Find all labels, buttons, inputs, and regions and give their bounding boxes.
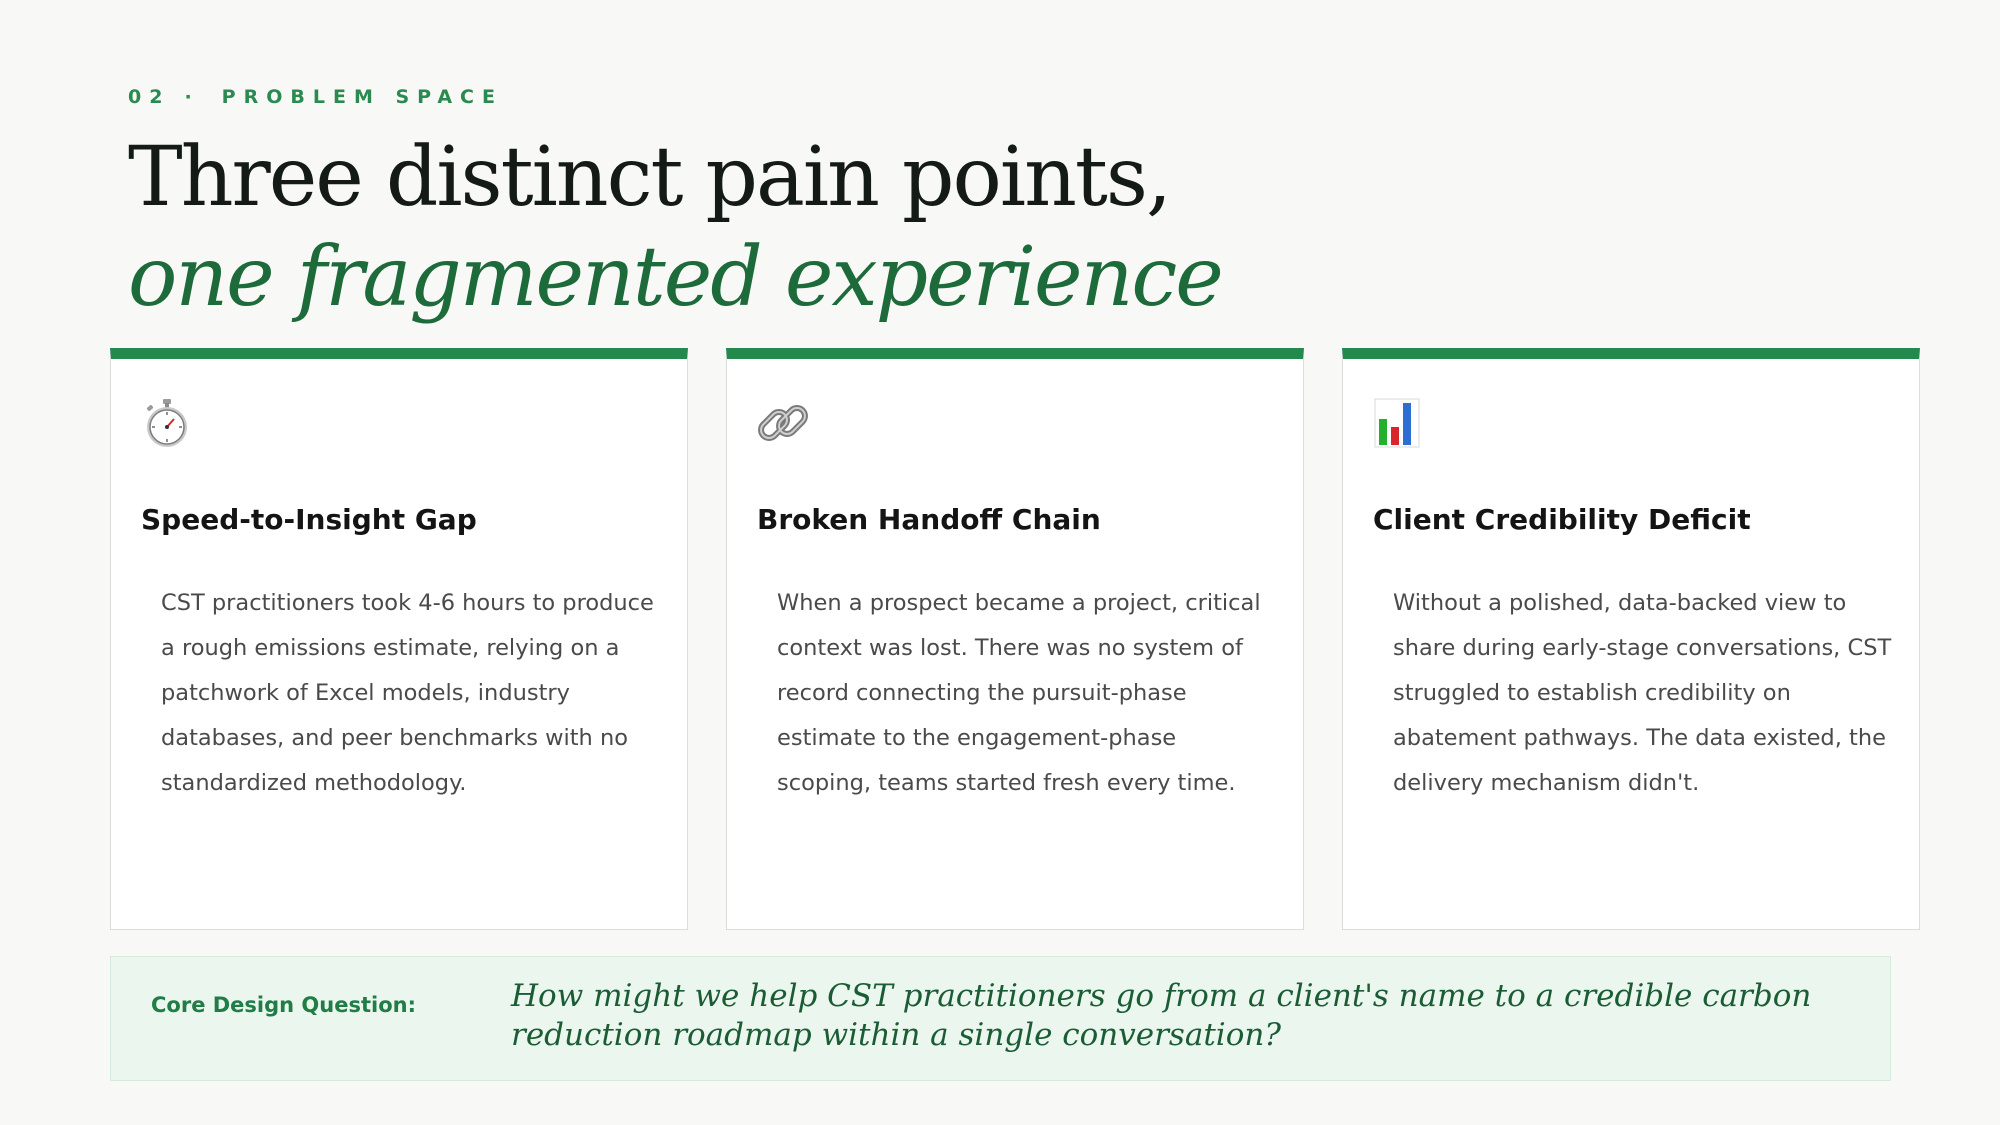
bar-chart-icon bbox=[1371, 395, 1427, 451]
pain-point-card-speed: Speed-to-Insight Gap CST practitioners t… bbox=[110, 348, 688, 930]
chain-link-icon bbox=[755, 395, 811, 451]
pain-point-card-handoff: Broken Handoff Chain When a prospect bec… bbox=[726, 348, 1304, 930]
pain-point-card-credibility: Client Credibility Deficit Without a pol… bbox=[1342, 348, 1920, 930]
section-eyebrow: 02 · PROBLEM SPACE bbox=[128, 86, 503, 108]
section-number: 02 bbox=[128, 86, 171, 108]
card-description: CST practitioners took 4-6 hours to prod… bbox=[161, 590, 654, 796]
eyebrow-separator: · bbox=[184, 86, 200, 108]
core-question-label: Core Design Question: bbox=[151, 993, 416, 1017]
core-question-text: How might we help CST practitioners go f… bbox=[511, 978, 1812, 1053]
card-title: Broken Handoff Chain bbox=[757, 503, 1101, 536]
card-title: Speed-to-Insight Gap bbox=[141, 503, 477, 536]
title-line-primary: Three distinct pain points, bbox=[128, 130, 1172, 225]
page-title: Three distinct pain points, one fragment… bbox=[128, 128, 1224, 328]
card-description: When a prospect became a project, critic… bbox=[777, 590, 1261, 796]
title-line-accent: one fragmented experience bbox=[128, 230, 1224, 325]
stopwatch-icon bbox=[139, 395, 195, 451]
section-label: PROBLEM SPACE bbox=[221, 86, 503, 108]
core-question-callout: Core Design Question: How might we help … bbox=[110, 956, 1891, 1081]
card-description: Without a polished, data-backed view to … bbox=[1393, 590, 1892, 796]
card-title: Client Credibility Deficit bbox=[1373, 503, 1751, 536]
